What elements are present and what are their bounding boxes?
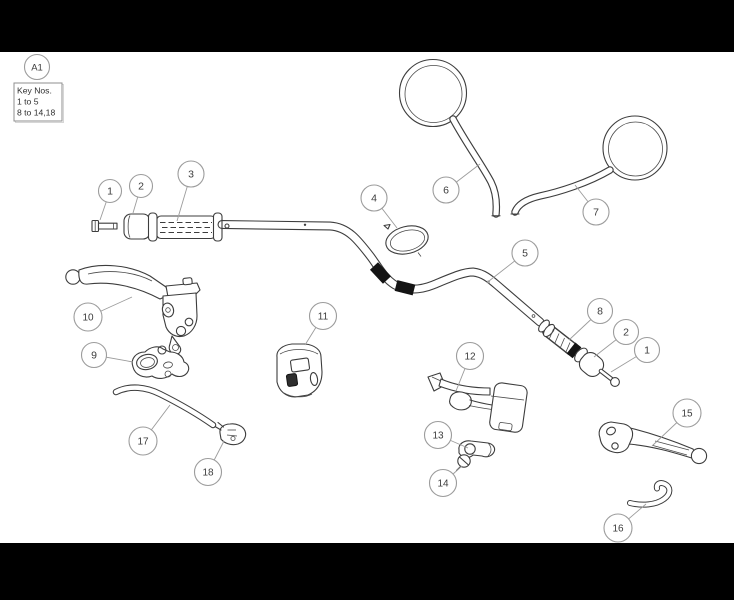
callout-10[interactable]: 10 — [73, 302, 103, 332]
part-right-grip-drawing — [538, 319, 588, 363]
callout-6[interactable]: 6 — [432, 176, 460, 204]
part-switchgear-drawing — [427, 372, 528, 433]
part-mirror-right-drawing — [510, 115, 668, 216]
callout-1-left[interactable]: 1 — [97, 178, 123, 204]
part-left-grip-drawing — [147, 212, 223, 242]
callout-16-label: 16 — [612, 524, 624, 535]
callout-1-right[interactable]: 1 — [633, 336, 661, 364]
callout-7[interactable]: 7 — [582, 198, 610, 226]
callout-1-right-label: 1 — [644, 345, 650, 357]
callout-18-label: 18 — [202, 468, 214, 479]
sheet-label-text: A1 — [31, 63, 43, 74]
part-bar-end-bolt-right-drawing — [598, 368, 620, 387]
part-handlebar-drawing — [217, 219, 545, 327]
callout-15[interactable]: 15 — [672, 398, 702, 428]
callout-2-left-label: 2 — [138, 181, 144, 193]
callout-3[interactable]: 3 — [177, 160, 205, 188]
callout-13[interactable]: 13 — [423, 420, 453, 450]
bottom-letterbox — [0, 543, 734, 600]
callout-5-label: 5 — [522, 248, 528, 260]
callout-9[interactable]: 9 — [80, 341, 108, 369]
callout-2-left[interactable]: 2 — [128, 173, 154, 199]
part-clutch-lever-drawing — [65, 265, 201, 355]
callout-8[interactable]: 8 — [586, 297, 614, 325]
callout-12-label: 12 — [464, 352, 476, 363]
callout-18[interactable]: 18 — [193, 457, 223, 487]
key-numbers-box: Key Nos. 1 to 5 8 to 14,18 — [13, 82, 64, 123]
callout-6-label: 6 — [443, 185, 449, 197]
sheet-label-badge: A1 — [23, 53, 51, 81]
callout-13-label: 13 — [432, 431, 444, 442]
callout-2-right[interactable]: 2 — [612, 318, 640, 346]
callout-3-label: 3 — [188, 169, 194, 181]
part-lever-blade-drawing — [112, 384, 217, 429]
part-switch-housing-drawing — [276, 343, 323, 398]
callout-12[interactable]: 12 — [455, 341, 485, 371]
part-cable-guide-drawing — [627, 480, 673, 508]
key-box-title: Key Nos. — [17, 86, 52, 96]
part-mirror-left-drawing — [398, 58, 501, 218]
callout-4-label: 4 — [371, 193, 377, 205]
key-box-line-2: 8 to 14,18 — [17, 108, 55, 118]
key-box-line-1: 1 to 5 — [17, 97, 39, 107]
callout-14-label: 14 — [437, 479, 449, 490]
callout-9-label: 9 — [91, 350, 97, 362]
callout-11-label: 11 — [318, 312, 329, 323]
callout-10-label: 10 — [82, 313, 94, 324]
callout-7-label: 7 — [593, 207, 599, 219]
callout-17-label: 17 — [137, 437, 149, 448]
part-brake-lever-drawing — [598, 421, 708, 465]
top-letterbox — [0, 0, 734, 52]
part-bracket-plate-drawing — [458, 440, 496, 458]
callout-4[interactable]: 4 — [360, 184, 388, 212]
part-lever-clamp-drawing — [131, 345, 190, 379]
callout-15-label: 15 — [681, 409, 693, 420]
part-bar-end-cap-left-drawing — [123, 213, 151, 240]
callout-17[interactable]: 17 — [128, 426, 158, 456]
part-bar-end-bolt-left-drawing — [91, 219, 118, 233]
callout-16[interactable]: 16 — [603, 513, 633, 543]
callout-1-left-label: 1 — [107, 186, 113, 198]
callout-8-label: 8 — [597, 306, 603, 318]
callout-14[interactable]: 14 — [428, 468, 458, 498]
part-clamp-ring-drawing — [383, 223, 429, 257]
callout-5[interactable]: 5 — [511, 239, 539, 267]
callout-11[interactable]: 11 — [308, 301, 338, 331]
callout-2-right-label: 2 — [623, 327, 629, 339]
part-small-clamp-drawing — [214, 421, 247, 446]
